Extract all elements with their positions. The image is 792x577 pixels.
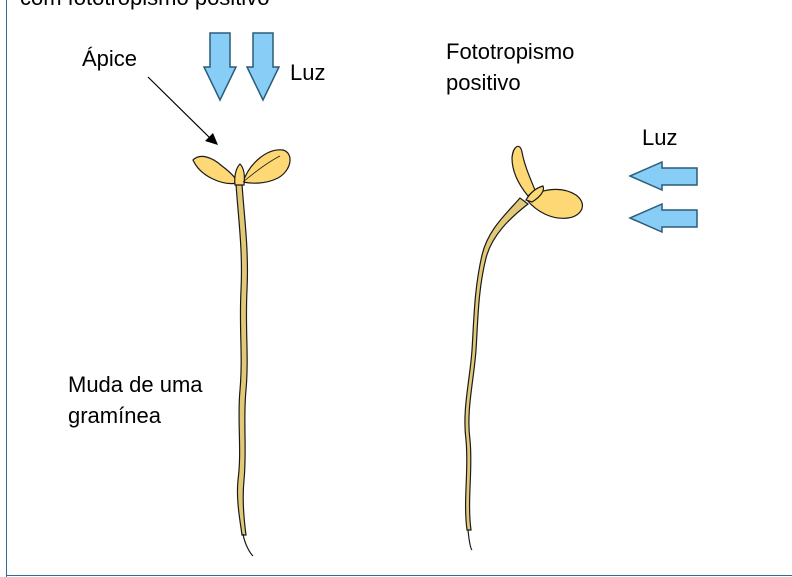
right-leaf	[242, 149, 291, 184]
clipped-header-text: com fototropismo positivo	[20, 0, 269, 11]
light-arrows-right	[628, 160, 698, 234]
left-arrow-icon	[628, 160, 698, 192]
pointer-arrow-icon	[205, 133, 218, 145]
apex-pointer	[147, 76, 218, 145]
fototropismo-label-line1: Fototropismo	[446, 39, 575, 64]
fototropismo-label-line2: positivo	[446, 70, 521, 95]
seedling-bent	[464, 145, 584, 551]
apex-bud-bent	[525, 185, 545, 203]
left-leaf	[192, 155, 239, 185]
muda-label-line2: gramínea	[68, 403, 161, 428]
root-tip-bent	[467, 529, 473, 551]
down-arrow-icon	[245, 32, 281, 102]
stem-straight	[235, 183, 249, 536]
seedling-straight	[192, 149, 291, 557]
lower-leaf-bent	[526, 188, 584, 219]
apice-label: Ápice	[82, 46, 138, 71]
down-arrow-icon	[202, 32, 238, 102]
luz-right-label: Luz	[642, 125, 678, 150]
root-tip-straight	[242, 533, 254, 557]
frame-left-border	[6, 0, 7, 577]
upper-leaf-bent	[511, 145, 536, 197]
stem-bent	[464, 197, 529, 531]
luz-top-label: Luz	[290, 60, 326, 85]
left-arrow-icon	[628, 202, 698, 234]
apex-bud	[234, 163, 245, 186]
leaf-vein	[242, 155, 281, 183]
muda-label-line1: Muda de uma	[68, 372, 203, 397]
frame-bottom-border	[6, 575, 792, 576]
light-arrows-top	[202, 32, 281, 102]
